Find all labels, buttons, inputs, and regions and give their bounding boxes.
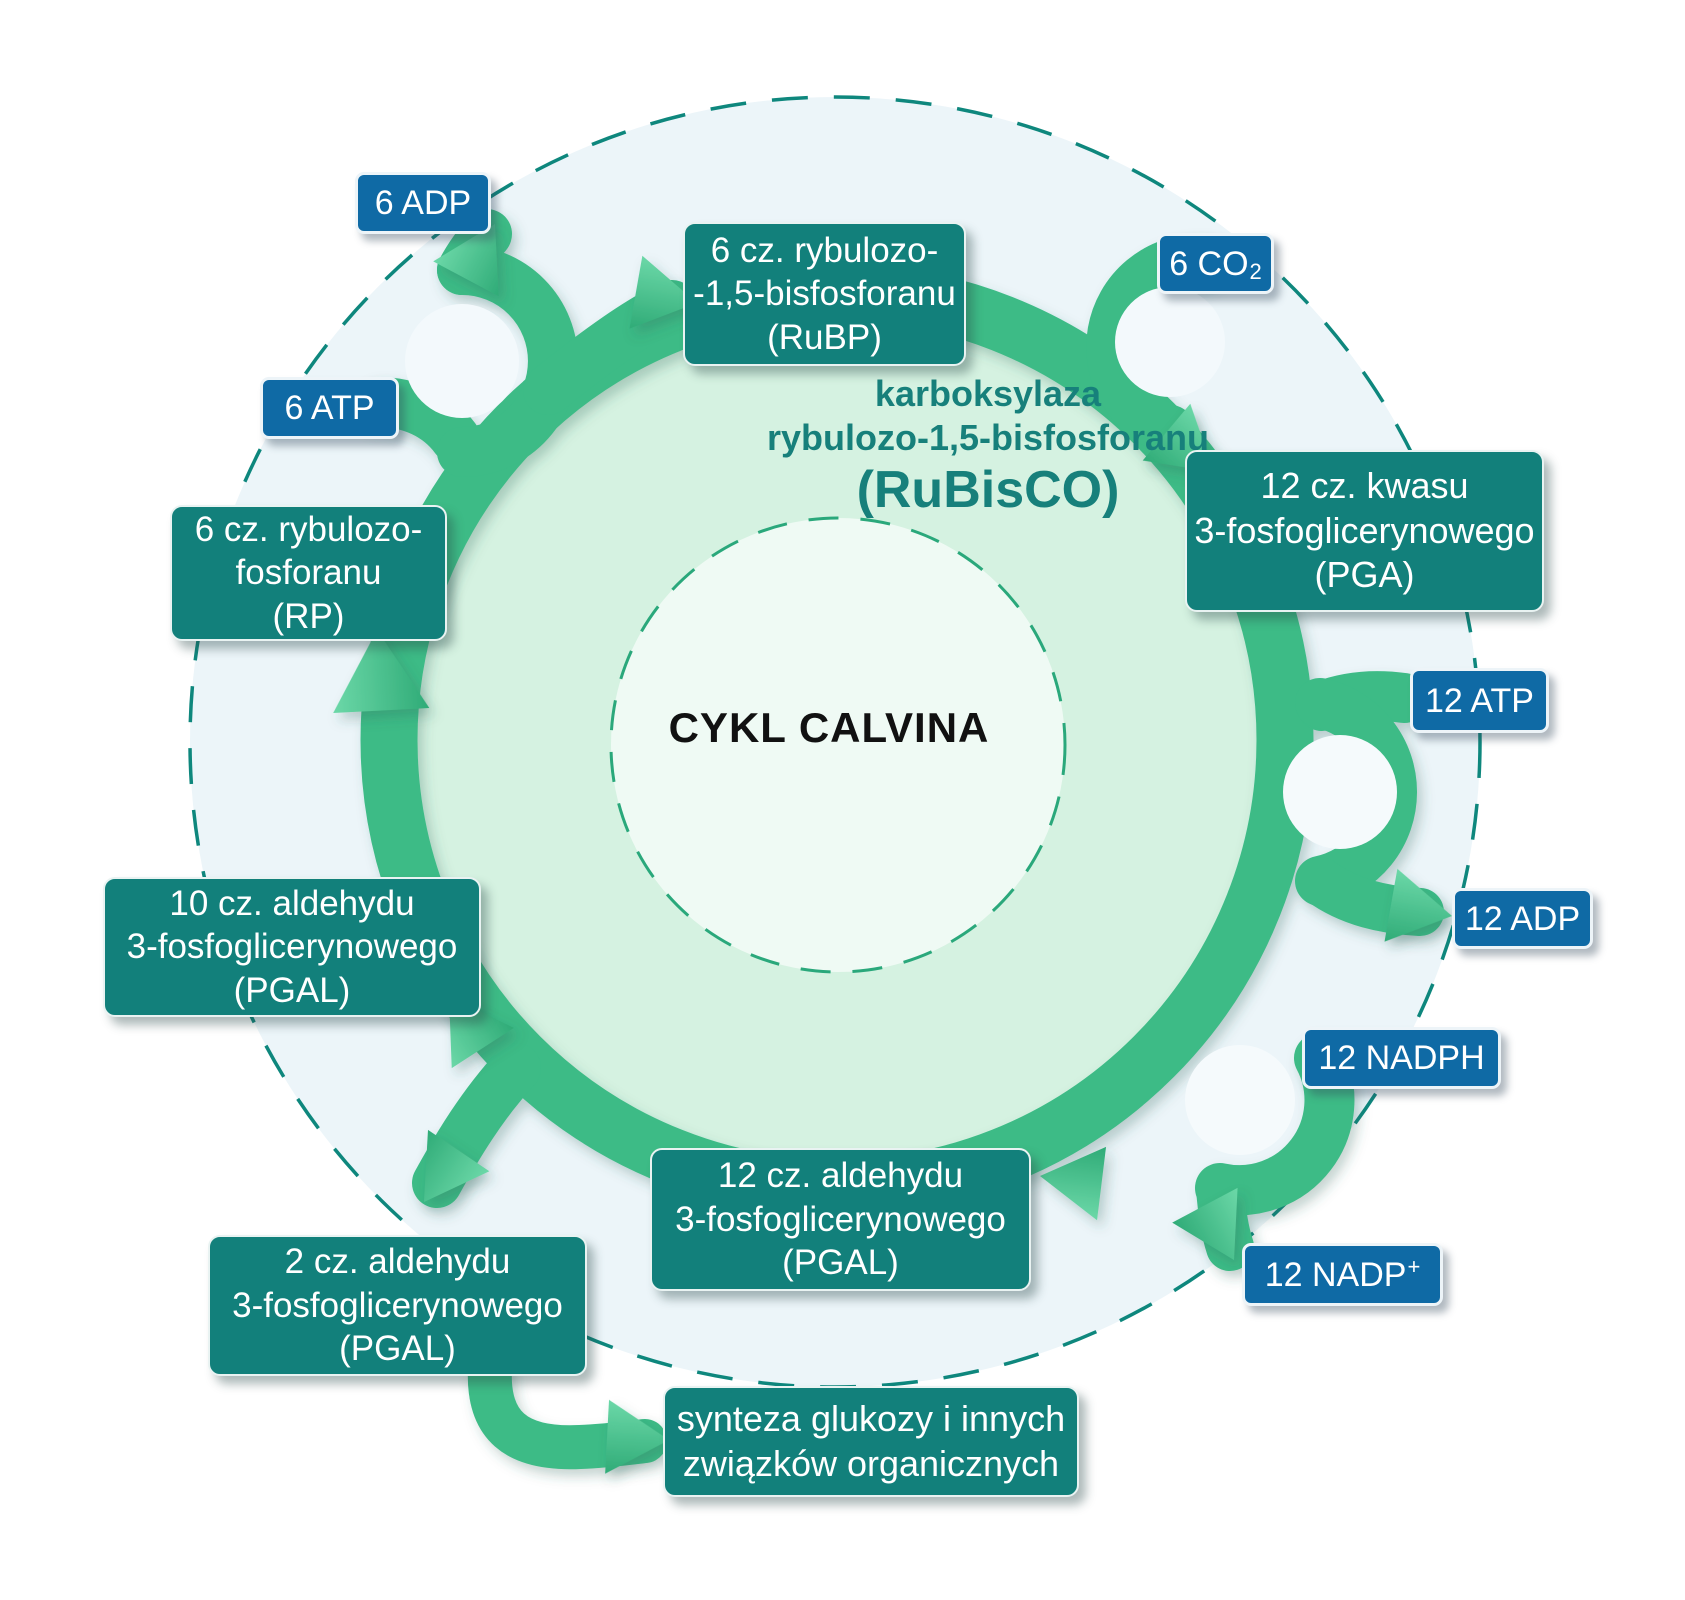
atp12-curl-hole [1283,735,1397,849]
label-6adp: 6 ADP [355,172,491,234]
label-12adp: 12 ADP [1452,888,1593,949]
node-pga-line1: 12 cz. kwasu [1260,465,1469,507]
nadph-curl-hole [1185,1045,1295,1155]
label-6atp-text: 6 ATP [284,389,375,427]
enzyme-line1: karboksylaza [874,373,1102,414]
node-pgal12: 12 cz. aldehydu 3-fosfoglicerynowego (PG… [650,1148,1031,1291]
enzyme-line3: (RuBisCO) [856,461,1120,519]
label-6atp: 6 ATP [260,377,399,439]
node-pgal2: 2 cz. aldehydu 3-fosfoglicerynowego (PGA… [208,1235,587,1376]
label-12atp: 12 ATP [1410,668,1549,733]
co2-curl-hole [1115,287,1225,397]
node-synthesis-line2: związków organicznych [682,1442,1060,1484]
page-title: CYKL CALVINA [668,704,990,751]
node-pgal12-line2: 3-fosfoglicerynowego [675,1199,1006,1239]
node-rubp-line2: -1,5-bisfosforanu [693,274,956,314]
node-rp-line1: 6 cz. rybulozo- [194,509,423,549]
label-12atp-text: 12 ATP [1425,681,1534,720]
node-pgal10-line3: (PGAL) [233,970,351,1010]
node-pgal10-line2: 3-fosfoglicerynowego [126,927,458,967]
node-pgal2-line2: 3-fosfoglicerynowego [232,1285,563,1325]
node-synthesis-line1: synteza glukozy i innych [676,1397,1066,1439]
node-pgal10-line1: 10 cz. aldehydu [169,883,415,923]
node-pgal2-line1: 2 cz. aldehydu [284,1242,511,1282]
node-pga-line3: (PGA) [1314,554,1415,596]
label-12nadp-text: 12 NADP [1264,1255,1407,1294]
label-12nadp: 12 NADP+ [1242,1243,1443,1306]
node-pgal12-line1: 12 cz. aldehydu [717,1156,964,1196]
node-rubp-line3: (RuBP) [767,317,882,357]
label-12adp-text: 12 ADP [1464,899,1581,938]
label-12nadph: 12 NADPH [1302,1027,1501,1089]
node-rp-line2: fosforanu [235,553,382,593]
node-rubp: 6 cz. rybulozo- -1,5-bisfosforanu (RuBP) [683,222,966,366]
node-rubp-line1: 6 cz. rybulozo- [710,230,939,270]
inner-boundary-circle [609,516,1067,974]
enzyme-line2: rybulozo-1,5-bisfosforanu [766,417,1210,458]
node-pgal10: 10 cz. aldehydu 3-fosfoglicerynowego (PG… [103,877,481,1017]
node-pga-line2: 3-fosfoglicerynowego [1194,509,1535,551]
node-rp-line3: (RP) [272,596,345,636]
node-rp: 6 cz. rybulozo- fosforanu (RP) [170,505,447,641]
node-pgal12-line3: (PGAL) [782,1243,899,1283]
node-pgal2-line3: (PGAL) [339,1329,456,1369]
label-6co2-text: 6 CO [1169,244,1249,283]
node-pga: 12 cz. kwasu 3-fosfoglicerynowego (PGA) [1185,450,1544,612]
label-6adp-text: 6 ADP [374,184,472,222]
enzyme-annotation: karboksylaza rybulozo-1,5-bisfosforanu (… [648,372,1328,520]
atp6-curl-hole [405,304,519,418]
label-12nadph-text: 12 NADPH [1318,1039,1485,1077]
node-synthesis: synteza glukozy i innych związków organi… [663,1386,1079,1497]
arrowhead-to-synthesis [605,1399,671,1477]
